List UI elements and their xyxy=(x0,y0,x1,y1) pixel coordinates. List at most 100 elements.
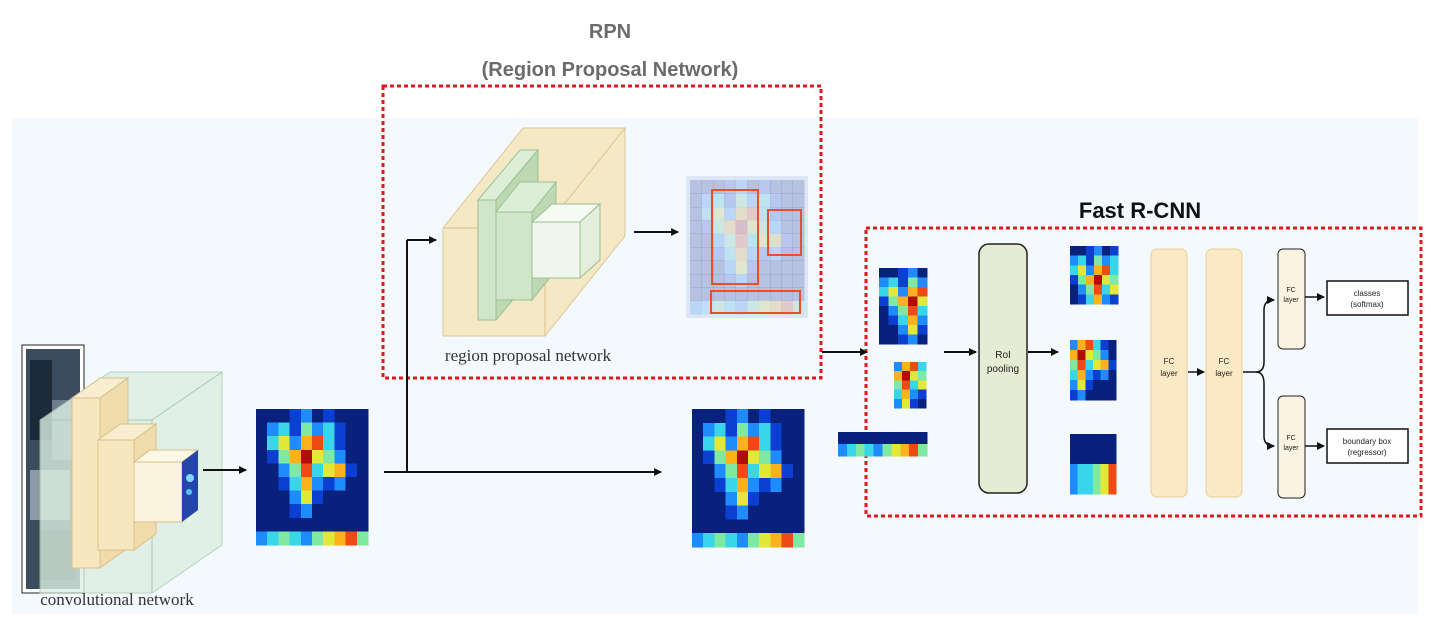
heatmap-cell xyxy=(736,436,749,451)
heatmap-cell xyxy=(1108,444,1117,455)
heatmap-cell xyxy=(712,247,725,261)
heatmap-cell xyxy=(345,422,358,437)
heatmap-cell xyxy=(770,519,783,534)
heatmap-cell xyxy=(690,287,702,302)
heatmap-cell xyxy=(714,464,727,479)
heatmap-cell xyxy=(747,233,759,248)
heatmap-cell xyxy=(1100,444,1109,455)
heatmap-cell xyxy=(792,533,805,548)
heatmap-cell xyxy=(323,531,335,546)
bbox-label-2: (regressor) xyxy=(1347,448,1386,457)
heatmap-cell xyxy=(724,300,737,315)
fc-layer-1 xyxy=(1150,248,1188,498)
heatmap-cell xyxy=(781,464,794,479)
heatmap-cell xyxy=(879,287,890,297)
heatmap-cell xyxy=(747,273,759,288)
heatmap-cell xyxy=(898,325,909,335)
heatmap-cell xyxy=(917,315,928,326)
heatmap-cell xyxy=(879,277,890,288)
heatmap-cell xyxy=(300,477,313,492)
heatmap-cell xyxy=(747,193,759,208)
heatmap-cell xyxy=(1108,380,1117,391)
heatmap-cell xyxy=(1093,464,1102,475)
heatmap-cell xyxy=(725,436,738,451)
heatmap-cell xyxy=(1077,474,1086,485)
heatmap-cell xyxy=(1093,390,1102,401)
heatmap-cell xyxy=(312,531,324,546)
heatmap-cell xyxy=(345,449,358,464)
heatmap-cell xyxy=(879,334,890,345)
heatmap-cell xyxy=(1086,246,1095,257)
heatmap-cell xyxy=(345,436,358,451)
heatmap-cell xyxy=(724,247,737,261)
heatmap-cell xyxy=(312,517,324,532)
roi-pooling-label-2: pooling xyxy=(987,364,1019,375)
heatmap-cell xyxy=(748,478,760,493)
heatmap-cell xyxy=(278,436,291,451)
heatmap-cell xyxy=(879,296,890,307)
heatmap-cell xyxy=(1085,380,1094,391)
heatmap-cell xyxy=(736,491,749,507)
heatmap-cell xyxy=(1070,474,1079,485)
heatmap-cell xyxy=(894,389,903,400)
roi-pooling-block xyxy=(978,243,1028,494)
heatmap-cell xyxy=(1077,350,1086,361)
heatmap-cell xyxy=(701,273,714,288)
heatmap-cell xyxy=(323,436,335,451)
heatmap-cell xyxy=(759,533,771,548)
heatmap-cell xyxy=(1078,265,1087,276)
heatmap-cell xyxy=(888,334,899,345)
heatmap-cell xyxy=(714,491,727,507)
heatmap-cell xyxy=(256,463,268,478)
heatmap-cell xyxy=(1078,246,1087,257)
heatmap-cell xyxy=(334,409,347,424)
heatmap-cell xyxy=(300,449,313,464)
heatmap-cell xyxy=(300,517,313,532)
heatmap-cell xyxy=(334,436,347,451)
heatmap-cell xyxy=(907,287,918,297)
heatmap-cell xyxy=(256,409,268,424)
heatmap-cell xyxy=(758,220,771,235)
heatmap-cell xyxy=(703,464,715,479)
heatmap-cell xyxy=(714,519,727,534)
heatmap-cell xyxy=(907,277,918,288)
branch-connector xyxy=(1243,296,1275,373)
heatmap-cell xyxy=(356,531,369,546)
heatmap-cell xyxy=(1108,464,1117,475)
heatmap-cell xyxy=(888,268,899,278)
heatmap-cell xyxy=(736,519,749,534)
heatmap-cell xyxy=(703,436,715,451)
heatmap-cell xyxy=(724,260,737,275)
heatmap-cell xyxy=(334,531,347,546)
heatmap-cell xyxy=(323,422,335,437)
heatmap-cell xyxy=(792,287,805,302)
heatmap-cell xyxy=(1070,484,1079,495)
heatmap-cell xyxy=(1100,454,1109,465)
heatmap-cell xyxy=(1085,444,1094,455)
heatmap-cell xyxy=(781,233,794,248)
heatmap-cell xyxy=(747,180,759,194)
heatmap-cell xyxy=(701,206,714,221)
heatmap-cell xyxy=(769,180,782,194)
heatmap-cell xyxy=(918,389,927,400)
heatmap-cell xyxy=(792,206,805,221)
heatmap-cell xyxy=(1108,454,1117,465)
heatmap-cell xyxy=(724,193,737,208)
heatmap-cell xyxy=(300,436,313,451)
heatmap-cell xyxy=(1093,484,1102,495)
heatmap-cell xyxy=(1110,294,1119,305)
heatmap-cell xyxy=(703,422,715,438)
heatmap-cell xyxy=(1078,284,1087,295)
heatmap-cell xyxy=(356,422,369,437)
heatmap-cell xyxy=(1077,340,1086,351)
heatmap-cell xyxy=(735,206,748,221)
heatmap-cell xyxy=(312,422,324,437)
heatmap-cell xyxy=(1077,434,1086,445)
heatmap-cell xyxy=(1070,360,1079,371)
heatmap-cell xyxy=(910,362,919,372)
heatmap-cell xyxy=(1070,255,1079,266)
heatmap-cell xyxy=(1100,370,1109,381)
heatmap-cell xyxy=(334,422,347,437)
heatmap-cell xyxy=(692,478,704,493)
heatmap-cell xyxy=(345,517,358,532)
